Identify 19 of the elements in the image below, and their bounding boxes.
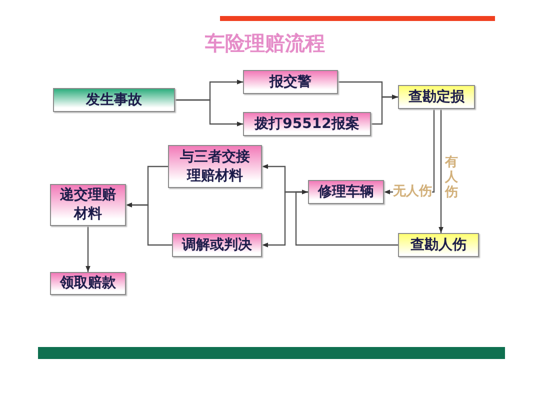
process-box: 与三者交接理赔材料 [168,145,262,188]
arrow [86,226,90,272]
process-box: 查勘定损 [398,85,475,109]
arrow [126,202,172,246]
arrow [438,109,444,233]
edge-label: 无人伤 [393,185,432,199]
process-box: 查勘人伤 [398,233,479,257]
process-box: 报交警 [243,70,338,94]
edge-label: 有人伤 [445,155,459,200]
arrow [175,99,243,126]
process-box: 修理车辆 [308,180,384,204]
arrow [295,190,398,246]
process-box: 调解或判决 [172,233,262,257]
start-box: 发生事故 [53,88,175,112]
process-box: 拨打95512报案 [243,112,371,136]
process-box: 领取赔款 [50,272,126,295]
arrow [371,94,398,125]
process-box: 递交理赔材料 [50,184,126,226]
title: 车险理赔流程 [205,30,325,57]
